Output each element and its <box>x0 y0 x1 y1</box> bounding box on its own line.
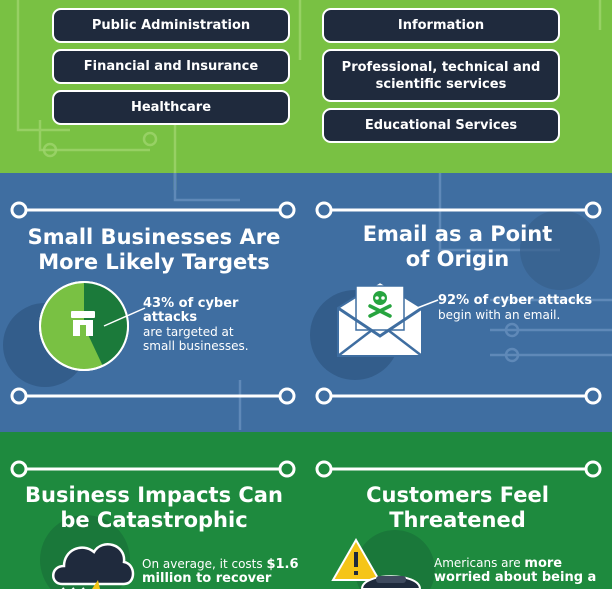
skull-crossbones-icon <box>368 291 392 318</box>
small-business-title: Small Businesses Are More Likely Targets <box>20 225 288 275</box>
industry-pill-financial-insurance: Financial and Insurance <box>52 49 290 84</box>
small-business-stat: 43% of cyber attacks <box>143 296 239 325</box>
business-impacts-line2: million to recover <box>142 571 272 586</box>
hacker-icon <box>360 575 422 589</box>
email-title-line1: Email as a Point <box>362 222 553 246</box>
warning-icon <box>331 537 381 581</box>
small-business-desc-line1: are targeted at <box>143 325 234 339</box>
industry-pill-healthcare: Healthcare <box>52 90 290 125</box>
business-impacts-value: $1.6 <box>266 557 299 572</box>
customers-title-line1: Customers Feel <box>366 483 549 507</box>
industry-pill-educational-services: Educational Services <box>322 108 560 143</box>
business-impacts-title: Business Impacts Can be Catastrophic <box>20 483 288 533</box>
email-stat-text: 92% of cyber attacks begin with an email… <box>438 293 598 323</box>
storm-cloud-icon <box>52 543 135 589</box>
customers-title: Customers Feel Threatened <box>330 483 585 533</box>
customers-bold1: more <box>524 556 563 571</box>
email-desc: begin with an email. <box>438 308 561 322</box>
customers-text: Americans are more worried about being a <box>434 556 604 585</box>
industry-pill-information: Information <box>322 8 560 43</box>
pie-slice-small-business <box>84 282 129 366</box>
industry-pill-public-administration: Public Administration <box>52 8 290 43</box>
business-impacts-title-line2: be Catastrophic <box>60 508 248 532</box>
email-title: Email as a Point of Origin <box>330 222 585 272</box>
pointer-line <box>103 307 146 327</box>
small-business-title-line2: More Likely Targets <box>38 250 270 274</box>
business-impacts-text: On average, it costs $1.6 million to rec… <box>142 557 302 586</box>
customers-line2: worried about being a <box>434 570 597 585</box>
email-pointer-line <box>411 299 439 311</box>
small-business-pie-chart <box>39 281 129 371</box>
industry-pill-professional-services: Professional, technical and scientific s… <box>322 49 560 102</box>
small-business-stat-text: 43% of cyber attacks are targeted at sma… <box>143 296 293 354</box>
customers-prefix: Americans are <box>434 556 525 570</box>
business-impacts-title-line1: Business Impacts Can <box>25 483 283 507</box>
small-business-title-line1: Small Businesses Are <box>27 225 281 249</box>
email-stat: 92% of cyber attacks <box>438 293 593 308</box>
customers-title-line2: Threatened <box>389 508 526 532</box>
email-title-line2: of Origin <box>405 247 510 271</box>
small-business-desc-line2: small businesses. <box>143 339 249 353</box>
storefront-icon <box>71 311 95 336</box>
business-impacts-prefix: On average, it costs <box>142 557 267 571</box>
